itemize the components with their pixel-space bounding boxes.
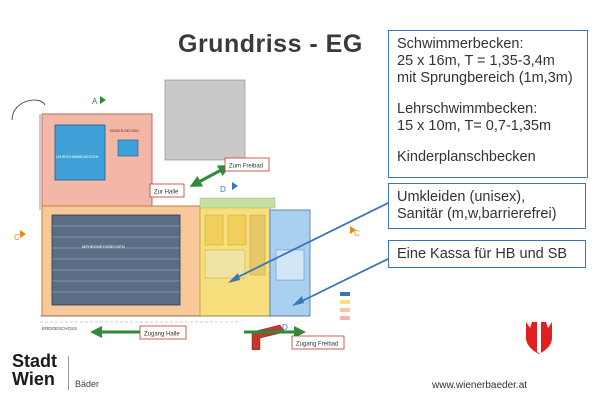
label-zugang-halle: Zugang Halle [144,332,180,338]
green-area [199,197,276,209]
stadt-wien-logo: Stadt Wien [12,352,57,388]
terrace-area [164,79,246,161]
marker-d-top: D [220,185,226,194]
label-zum-freibad: Zum Freibad [229,164,263,170]
pool-info-box: Schwimmerbecken: 25 x 16m, T = 1,35-3,4m… [388,30,588,178]
brand-sub: Bäder [75,379,100,389]
changing-line-2: Sanitär (m,w,barrierefrei) [397,206,557,222]
changing-info-box: Umkleiden (unisex), Sanitär (m,w,barrier… [388,183,586,229]
mehrzweck-label: MEHRZWECKBECKEN [82,244,125,249]
label-zur-halle: Zur Halle [154,190,179,196]
marker-d-top-icon [232,182,238,190]
floor-plan: LEHRSCHWIMM-BECKEN MEHRZWECKBECKEN KINDE… [11,79,390,350]
ramp [251,324,286,350]
info-line-6: Kinderplanschbecken [397,149,536,165]
website-url[interactable]: www.wienerbaeder.at [432,380,528,391]
wien-crest-icon [526,322,552,354]
info-line-4: Lehrschwimmbecken: [397,101,538,117]
marker-d-bottom: D [282,323,288,332]
brand-line-2: Wien [12,369,55,389]
changing-line-1: Umkleiden (unisex), [397,189,526,205]
marker-c-right-icon [350,226,356,234]
page-title: Grundriss - EG [178,30,363,58]
marker-a-icon [100,96,106,104]
mehrzweck-pool [51,214,181,306]
info-line-3: mit Sprungbereich (1m,3m) [397,70,573,86]
info-line-5: 15 x 10m, T= 0,7-1,35m [397,118,552,134]
kinder-label: KINDER-BECKEN [110,129,139,133]
lehrschwimm-pool [54,124,106,181]
marker-a: A [92,97,98,106]
info-line-2: 25 x 16m, T = 1,35-3,4m [397,53,555,69]
tree-outline [11,99,46,121]
lehr-label: LEHRSCHWIMM-BECKEN [56,155,99,159]
kassa-info-box: Eine Kassa für HB und SB [388,240,586,268]
marker-c-right: C [354,229,360,238]
info-line-1: Schwimmerbecken: [397,36,524,52]
brand-line-1: Stadt [12,351,57,371]
marker-c-left: C [14,233,20,242]
pointer-changing [231,201,390,281]
brand-divider [68,356,69,390]
marker-c-left-icon [20,230,26,238]
label-zugang-freibad: Zugang Freibad [296,342,338,348]
floor-label: ERDGESCHOSS [42,326,77,331]
kassa-line: Eine Kassa für HB und SB [397,246,568,262]
kinder-pool [117,139,139,157]
pointer-kassa [295,257,390,305]
arrow-freibad [189,165,231,187]
